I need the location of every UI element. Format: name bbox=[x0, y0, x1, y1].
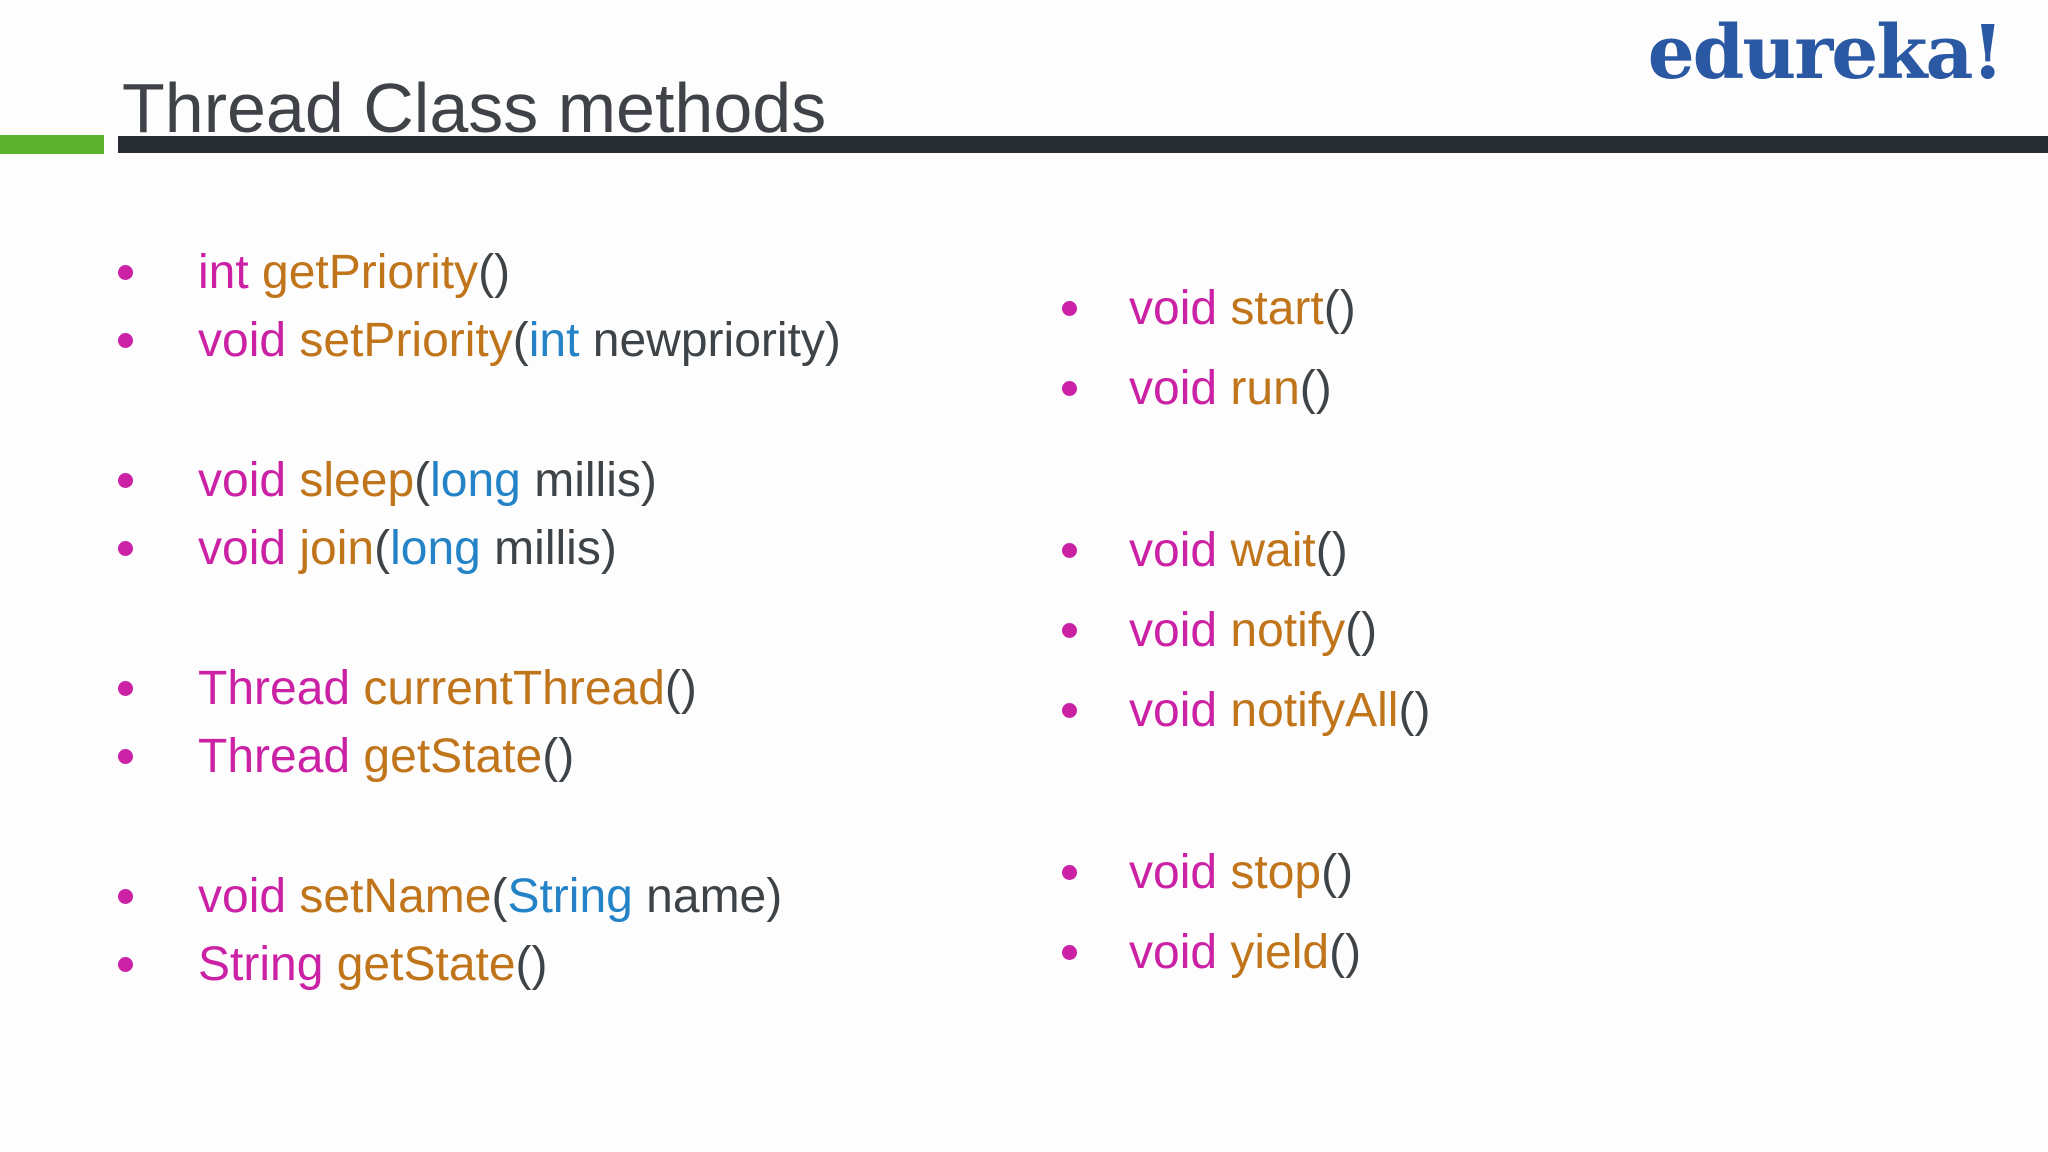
bullet-icon bbox=[1062, 380, 1077, 396]
text-segment-type: String bbox=[507, 869, 633, 923]
text-segment-type: long bbox=[430, 453, 521, 507]
bullet-icon bbox=[118, 540, 133, 556]
text-segment-plain: ( bbox=[491, 869, 508, 923]
text-segment-keyword: void bbox=[198, 313, 300, 367]
text-segment-method: notify bbox=[1230, 603, 1346, 657]
text-segment-method: wait bbox=[1230, 523, 1316, 577]
text-segment-keyword: void bbox=[198, 521, 300, 575]
method-group: void setName(String name)String getState… bbox=[118, 862, 841, 998]
text-segment-plain: name) bbox=[632, 869, 783, 923]
list-item: Thread currentThread() bbox=[118, 654, 841, 722]
text-segment-keyword: int bbox=[198, 245, 263, 299]
text-segment-keyword: void bbox=[1129, 683, 1231, 737]
list-item: void join(long millis) bbox=[118, 514, 841, 582]
text-segment-plain: () bbox=[478, 245, 511, 299]
text-segment-plain: () bbox=[542, 729, 575, 783]
method-group: void start()void run() bbox=[1062, 268, 1430, 428]
text-segment-keyword: void bbox=[1129, 361, 1231, 415]
text-segment-keyword: void bbox=[1129, 281, 1231, 335]
text-segment-plain: ( bbox=[512, 313, 529, 367]
text-segment-method: sleep bbox=[299, 453, 415, 507]
list-item: void start() bbox=[1062, 268, 1430, 348]
text-segment-method: start bbox=[1230, 281, 1324, 335]
method-group: void wait()void notify()void notifyAll() bbox=[1062, 510, 1430, 750]
edureka-logo: edureka! bbox=[1647, 10, 2004, 96]
page-title: Thread Class methods bbox=[122, 68, 827, 147]
text-segment-keyword: Thread bbox=[198, 729, 364, 783]
text-segment-plain: ( bbox=[414, 453, 431, 507]
text-segment-method: getState bbox=[363, 729, 543, 783]
list-item: void wait() bbox=[1062, 510, 1430, 590]
text-segment-method: setPriority bbox=[299, 313, 513, 367]
list-item: void stop() bbox=[1062, 832, 1430, 912]
text-segment-plain: () bbox=[1329, 925, 1362, 979]
method-list-left-column: int getPriority()void setPriority(int ne… bbox=[118, 238, 841, 998]
method-group: void stop()void yield() bbox=[1062, 832, 1430, 992]
bullet-icon bbox=[1062, 864, 1077, 880]
list-item: void setName(String name) bbox=[118, 862, 841, 930]
bullet-icon bbox=[118, 332, 133, 348]
text-segment-type: int bbox=[528, 313, 580, 367]
text-segment-keyword: void bbox=[1129, 523, 1231, 577]
method-group: void sleep(long millis)void join(long mi… bbox=[118, 446, 841, 582]
text-segment-plain: () bbox=[664, 661, 697, 715]
bullet-icon bbox=[1062, 542, 1077, 558]
list-item: void notifyAll() bbox=[1062, 670, 1430, 750]
list-item: Thread getState() bbox=[118, 722, 841, 790]
bullet-icon bbox=[1062, 944, 1077, 960]
text-segment-plain: ( bbox=[374, 521, 391, 575]
method-group: Thread currentThread()Thread getState() bbox=[118, 654, 841, 790]
list-item: int getPriority() bbox=[118, 238, 841, 306]
bullet-icon bbox=[118, 264, 133, 280]
list-item: void run() bbox=[1062, 348, 1430, 428]
text-segment-plain: newpriority) bbox=[579, 313, 841, 367]
text-segment-method: getPriority bbox=[262, 245, 479, 299]
bullet-icon bbox=[118, 748, 133, 764]
text-segment-keyword: void bbox=[198, 869, 300, 923]
text-segment-method: join bbox=[299, 521, 375, 575]
text-segment-plain: () bbox=[1299, 361, 1332, 415]
text-segment-plain: millis) bbox=[480, 521, 617, 575]
text-segment-keyword: void bbox=[1129, 925, 1231, 979]
text-segment-method: notifyAll bbox=[1230, 683, 1399, 737]
method-list-right-column: void start()void run()void wait()void no… bbox=[1062, 268, 1430, 992]
text-segment-keyword: void bbox=[1129, 845, 1231, 899]
text-segment-keyword: void bbox=[1129, 603, 1231, 657]
text-segment-keyword: String bbox=[198, 937, 337, 991]
method-group: int getPriority()void setPriority(int ne… bbox=[118, 238, 841, 374]
list-item: void sleep(long millis) bbox=[118, 446, 841, 514]
text-segment-method: setName bbox=[299, 869, 492, 923]
header-divider bbox=[0, 134, 2048, 154]
text-segment-method: currentThread bbox=[363, 661, 665, 715]
list-item: String getState() bbox=[118, 930, 841, 998]
divider-green-segment bbox=[0, 134, 104, 154]
bullet-icon bbox=[118, 956, 133, 972]
text-segment-plain: () bbox=[1315, 523, 1348, 577]
bullet-icon bbox=[118, 888, 133, 904]
text-segment-type: long bbox=[390, 521, 481, 575]
list-item: void notify() bbox=[1062, 590, 1430, 670]
text-segment-plain: () bbox=[515, 937, 548, 991]
list-item: void setPriority(int newpriority) bbox=[118, 306, 841, 374]
text-segment-plain: () bbox=[1321, 845, 1354, 899]
text-segment-method: stop bbox=[1230, 845, 1322, 899]
text-segment-method: getState bbox=[336, 937, 516, 991]
text-segment-keyword: Thread bbox=[198, 661, 364, 715]
bullet-icon bbox=[1062, 702, 1077, 718]
text-segment-method: yield bbox=[1230, 925, 1330, 979]
bullet-icon bbox=[118, 680, 133, 696]
text-segment-plain: () bbox=[1398, 683, 1431, 737]
list-item: void yield() bbox=[1062, 912, 1430, 992]
text-segment-keyword: void bbox=[198, 453, 300, 507]
text-segment-plain: () bbox=[1323, 281, 1356, 335]
divider-dark-bar bbox=[118, 135, 2048, 153]
bullet-icon bbox=[1062, 622, 1077, 638]
text-segment-plain: millis) bbox=[520, 453, 657, 507]
text-segment-plain: () bbox=[1345, 603, 1378, 657]
bullet-icon bbox=[1062, 300, 1077, 316]
bullet-icon bbox=[118, 472, 133, 488]
text-segment-method: run bbox=[1230, 361, 1300, 415]
